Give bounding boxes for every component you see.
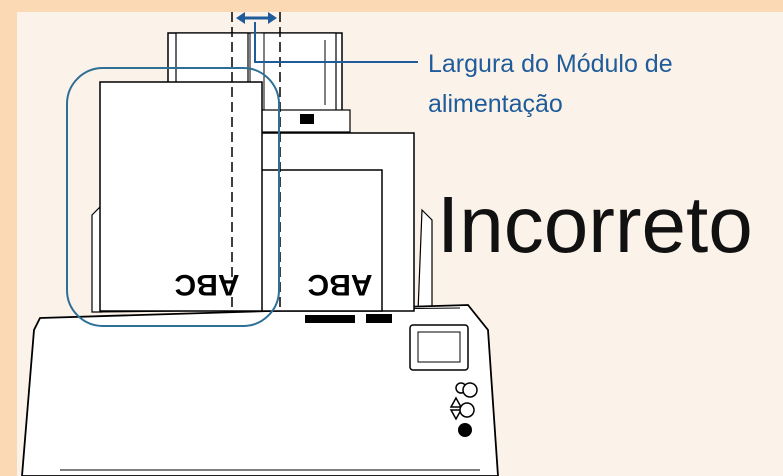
verdict-label: Incorreto <box>437 180 753 269</box>
callout-leader <box>254 22 418 63</box>
paper-left-text: ABC <box>175 268 240 301</box>
scanner-body <box>21 203 499 476</box>
paper-right-text: ABC <box>308 268 373 301</box>
paper-left <box>99 81 263 312</box>
callout-label-line2: alimentação <box>428 90 563 118</box>
callout-label-line1: Largura do Módulo de <box>428 50 673 78</box>
paper-right <box>249 169 383 312</box>
scan-icon <box>462 382 478 398</box>
width-arrow-icon <box>236 12 277 24</box>
highlight-frame <box>66 67 280 327</box>
stop-icon <box>458 423 472 437</box>
chute-slot <box>305 315 355 323</box>
